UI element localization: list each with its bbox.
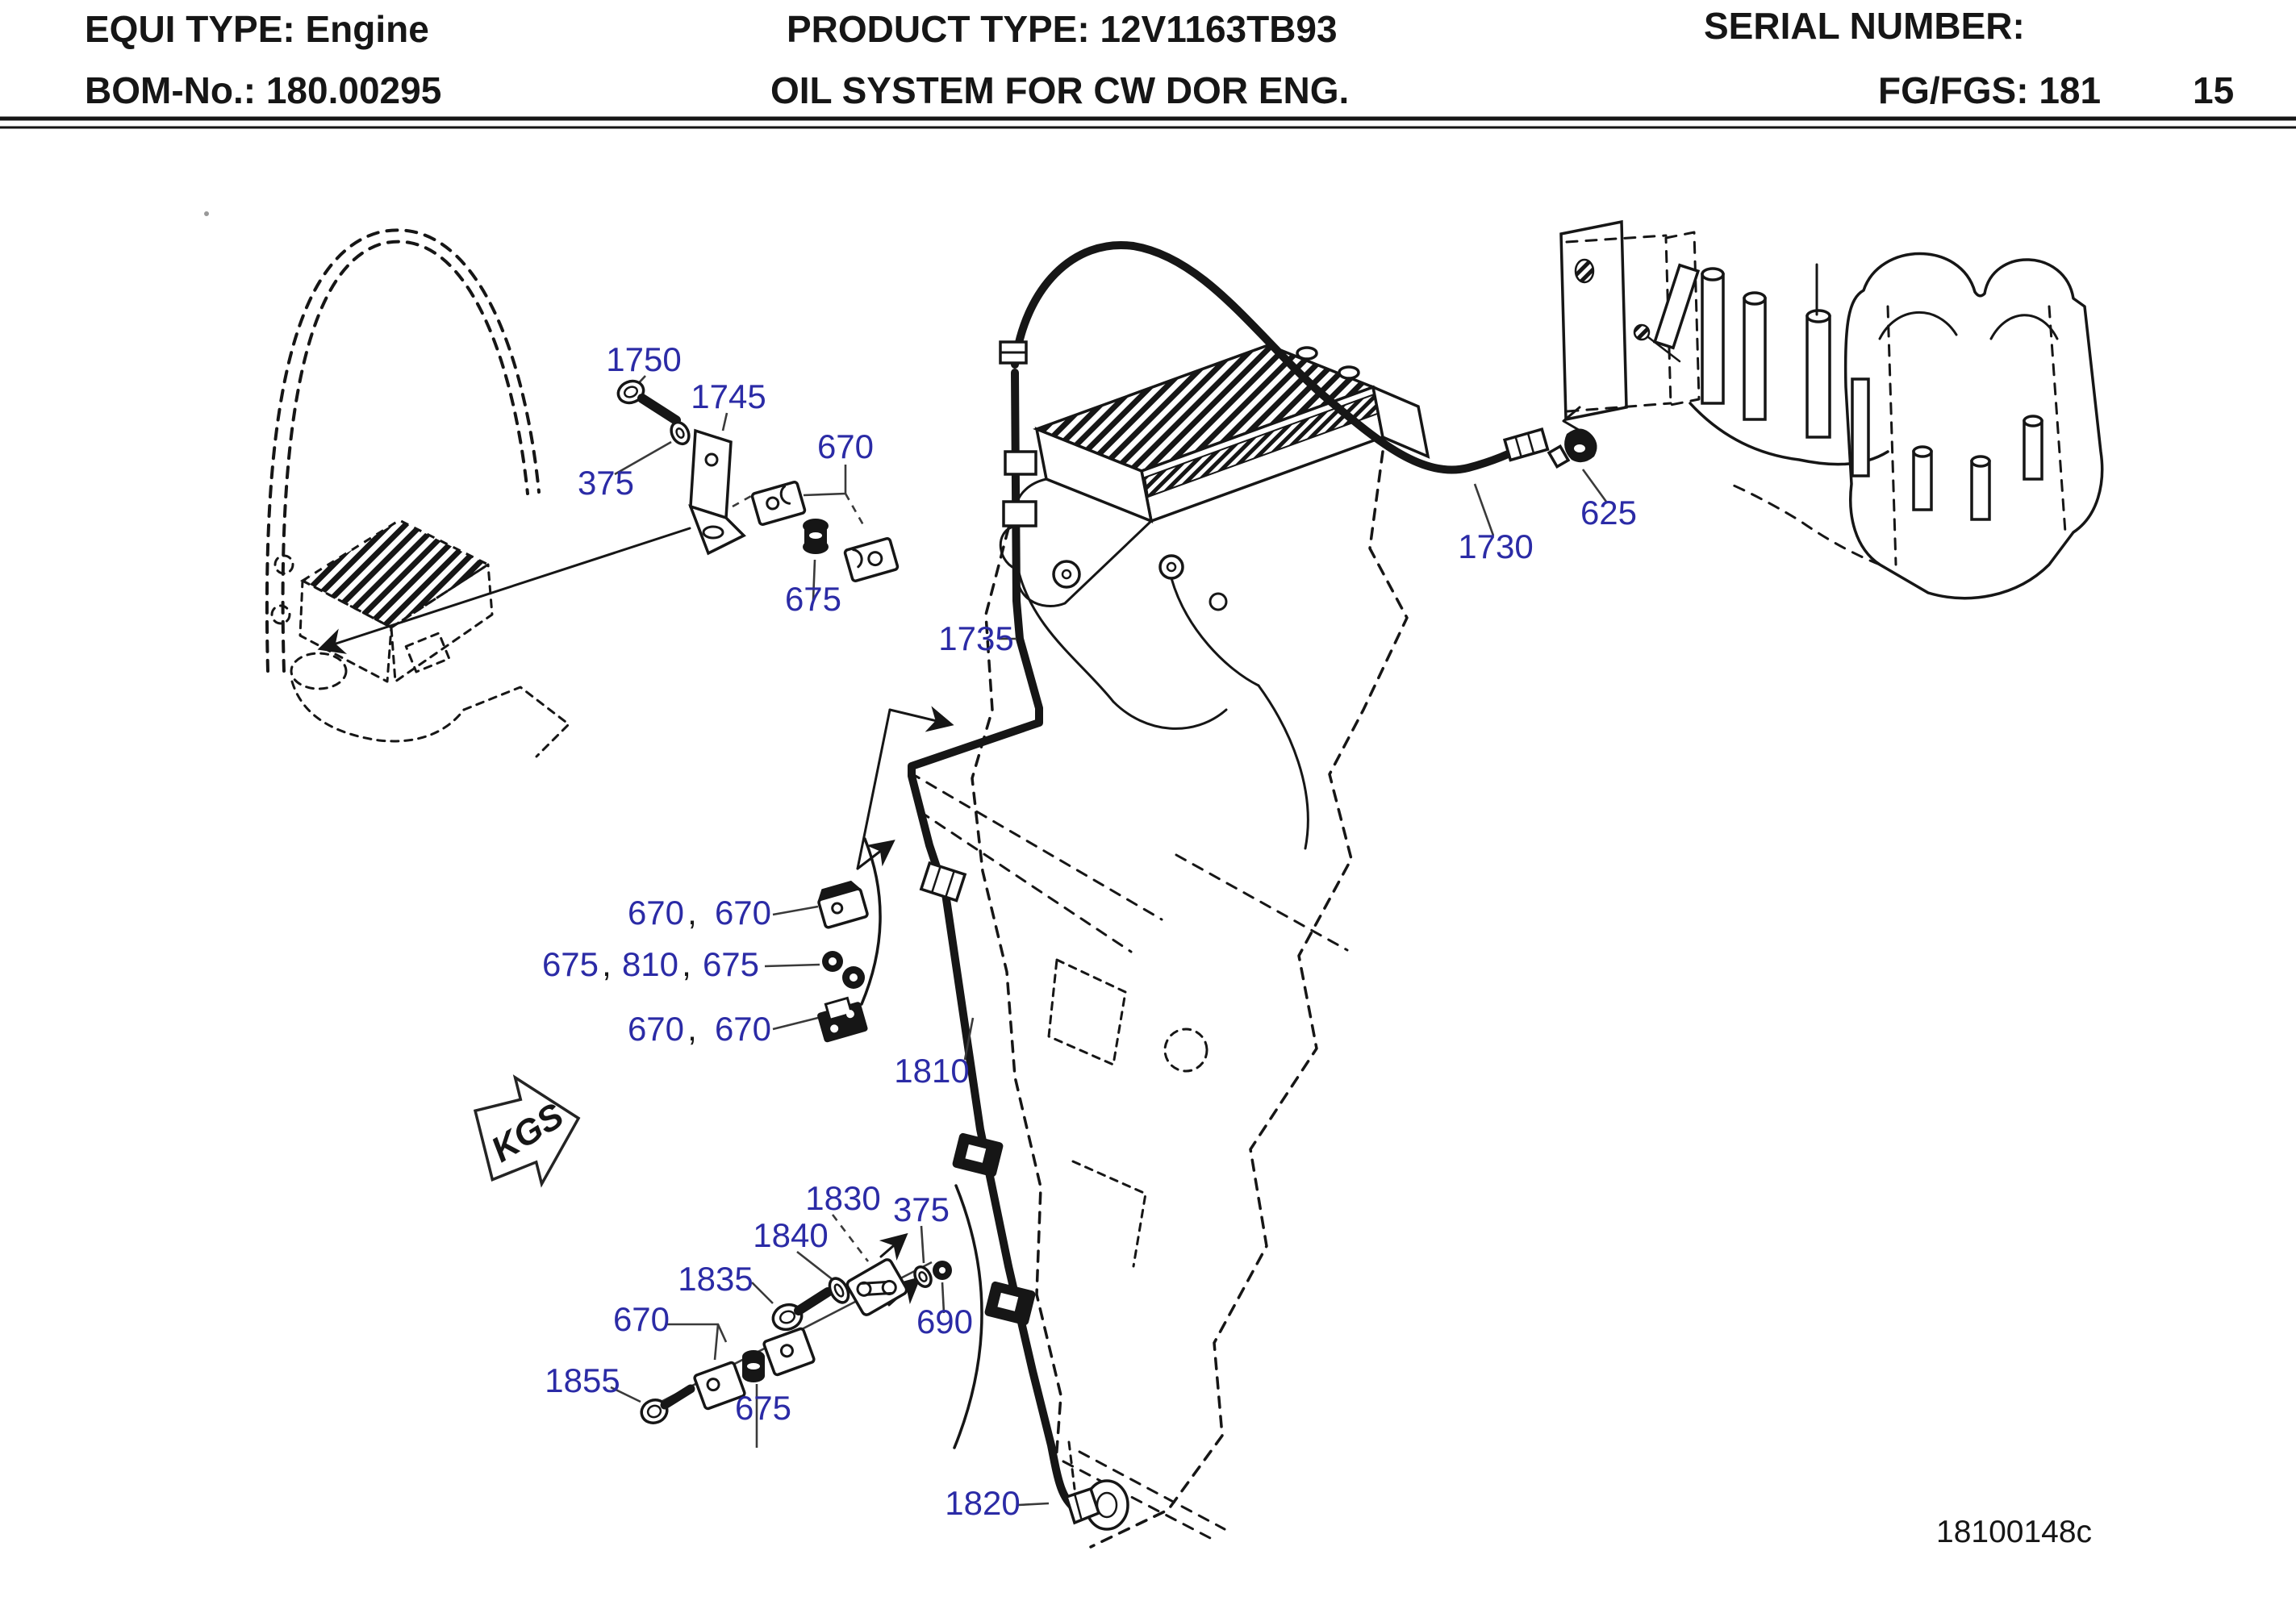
clamp-position-arrow bbox=[856, 840, 895, 870]
pipe-clamp-half bbox=[817, 880, 869, 929]
product-type: PRODUCT TYPE: 12V1163TB93 bbox=[787, 8, 1338, 50]
pipe-clamp-half bbox=[843, 536, 900, 583]
pipe-clamp-pair bbox=[817, 996, 868, 1043]
part-label-1820: 1820 bbox=[945, 1484, 1020, 1522]
bom-number: BOM-No.: 180.00295 bbox=[85, 69, 441, 111]
part-label-670: 670 bbox=[715, 894, 771, 932]
page-number: 15 bbox=[2193, 69, 2234, 111]
bolt-1750 bbox=[616, 379, 645, 405]
equi-type: EQUI TYPE: Engine bbox=[85, 8, 429, 50]
serial-number: SERIAL NUMBER: bbox=[1704, 5, 2025, 47]
rubber-grommet bbox=[803, 519, 829, 554]
washer-375 bbox=[670, 420, 691, 446]
washer-1840 bbox=[828, 1277, 850, 1304]
pipe-clamp-half bbox=[693, 1361, 746, 1411]
bottom-hardware-group bbox=[610, 1214, 952, 1448]
clamp-position-arrow bbox=[888, 706, 954, 732]
part-label-675: 675 bbox=[735, 1389, 791, 1427]
part-label-670: 670 bbox=[628, 1010, 684, 1048]
pipe-clamp-block bbox=[952, 1132, 1004, 1178]
part-label-1730: 1730 bbox=[1458, 527, 1533, 565]
pipe-clamp-half bbox=[762, 1327, 816, 1377]
callout-arc bbox=[953, 1184, 983, 1449]
pipe-union-nut bbox=[1002, 500, 1037, 527]
pipe-end-fitting-1820 bbox=[1064, 1440, 1129, 1531]
part-label-1830: 1830 bbox=[805, 1179, 880, 1217]
part-label-1745: 1745 bbox=[691, 377, 766, 415]
part-label-1835: 1835 bbox=[678, 1260, 753, 1298]
fg-fgs: FG/FGS: 181 bbox=[1878, 69, 2101, 111]
drawing-number: 18100148c bbox=[1936, 1515, 2092, 1549]
left-pump-assembly bbox=[265, 228, 691, 758]
pipe-clamp-half bbox=[750, 480, 807, 527]
part-label-375: 375 bbox=[578, 464, 634, 502]
page-header: EQUI TYPE: Engine PRODUCT TYPE: 12V1163T… bbox=[0, 5, 2296, 129]
clamp-position-arrow bbox=[879, 1232, 908, 1261]
part-label-810: 810 bbox=[622, 945, 678, 983]
right-engine-block bbox=[1559, 219, 2104, 600]
part-label-690: 690 bbox=[916, 1303, 973, 1340]
callout-arc bbox=[860, 837, 882, 1006]
crankcase-left-edge bbox=[971, 527, 1062, 1474]
part-label-1855: 1855 bbox=[545, 1361, 620, 1399]
oil-pipe-run bbox=[856, 369, 1129, 1531]
crankcase-right-edge bbox=[1089, 450, 1409, 1549]
hose-union-fitting bbox=[1502, 427, 1550, 462]
pipe-union-nut bbox=[1004, 450, 1037, 476]
washer-375 bbox=[913, 1265, 933, 1288]
system-title: OIL SYSTEM FOR CW DOR ENG. bbox=[770, 69, 1349, 111]
mid-callout-parts bbox=[764, 880, 869, 1043]
part-label-1750: 1750 bbox=[606, 340, 681, 378]
elbow-fitting-625 bbox=[1547, 428, 1597, 469]
bracket-1745 bbox=[689, 428, 733, 520]
part-label-375: 375 bbox=[893, 1190, 950, 1228]
bracket-group bbox=[614, 375, 746, 556]
nut-690 bbox=[933, 1261, 952, 1280]
part-label-1840: 1840 bbox=[753, 1216, 828, 1254]
part-label-675: 675 bbox=[542, 945, 599, 983]
part-label-670: 670 bbox=[613, 1300, 670, 1338]
part-label-670: 670 bbox=[628, 894, 684, 932]
part-label-675: 675 bbox=[785, 580, 841, 618]
kgs-stamp: KGS bbox=[473, 1074, 581, 1188]
part-label-675: 675 bbox=[703, 945, 759, 983]
part-label-670: 670 bbox=[715, 1010, 771, 1048]
clamp-group-top bbox=[732, 465, 900, 601]
bracket-plate-1830 bbox=[845, 1258, 908, 1316]
washer-and-nut bbox=[822, 951, 865, 989]
part-label-1735: 1735 bbox=[938, 619, 1013, 657]
cylinder-studs bbox=[1652, 263, 1831, 439]
label-separator: , bbox=[682, 945, 691, 983]
label-separator: , bbox=[687, 1010, 697, 1048]
pipe-union-fitting bbox=[919, 861, 967, 903]
label-separator: , bbox=[602, 945, 612, 983]
pipe-clamp-block bbox=[984, 1281, 1036, 1326]
oil-hose-1730 bbox=[999, 240, 1608, 536]
part-label-670: 670 bbox=[817, 427, 874, 465]
part-labels: 1750 1745 375 670 675 1735 1730 625 670 … bbox=[542, 340, 1637, 1522]
part-label-1810: 1810 bbox=[894, 1052, 969, 1090]
center-engine-unit bbox=[908, 344, 1430, 1549]
label-separator: , bbox=[687, 894, 697, 932]
speck bbox=[204, 211, 209, 216]
rubber-grommet bbox=[742, 1350, 765, 1382]
part-label-625: 625 bbox=[1580, 494, 1637, 532]
detail-pointer-arrow bbox=[317, 527, 691, 654]
